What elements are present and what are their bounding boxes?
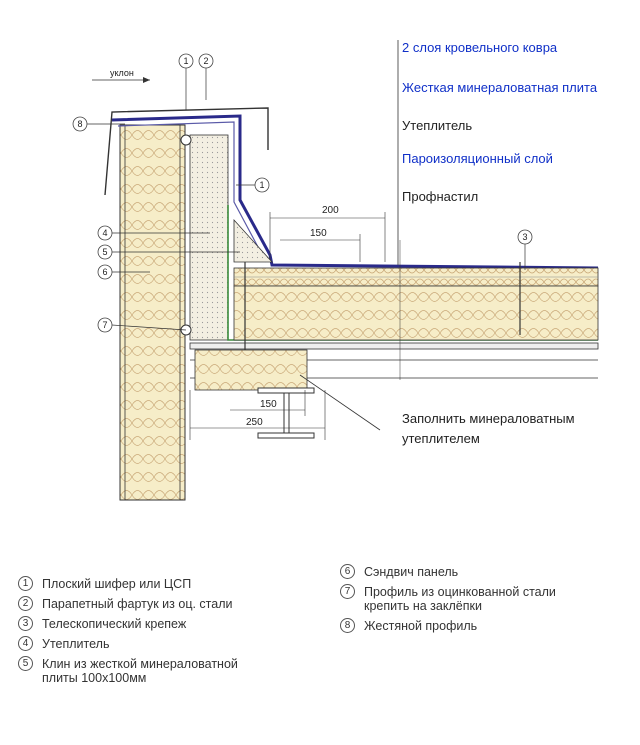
legend-item: 1 Плоский шифер или ЦСП	[18, 576, 238, 591]
label-profiled-sheet: Профнастил	[402, 189, 478, 204]
dim-150-bottom: 150	[260, 399, 277, 410]
legend-number: 4	[18, 636, 33, 651]
parapet-insulation	[189, 134, 229, 341]
legend-label: Профиль из оцинкованной стали крепить на…	[364, 585, 556, 613]
dim-150-top: 150	[310, 228, 327, 239]
legend-label: Плоский шифер или ЦСП	[42, 577, 192, 591]
callouts	[87, 68, 526, 331]
parapet-flashing	[104, 107, 599, 341]
roof-layers	[189, 267, 599, 391]
label-vapor-barrier: Пароизоляционный слой	[402, 151, 553, 166]
fasteners	[180, 134, 521, 380]
dim-250: 250	[246, 417, 263, 428]
legend-label: Парапетный фартук из оц. стали	[42, 597, 233, 611]
callout-8: 8	[77, 119, 82, 129]
callout-2: 2	[203, 56, 208, 66]
legend-number: 3	[18, 616, 33, 631]
legend-item: 7 Профиль из оцинкованной стали крепить н…	[340, 584, 556, 613]
legend-number: 7	[340, 584, 355, 599]
label-roofing-layers: 2 слоя кровельного ковра	[402, 40, 558, 55]
legend-item: 6 Сэндвич панель	[340, 564, 556, 579]
legend-number: 5	[18, 656, 33, 671]
slope-arrow: уклон	[92, 68, 150, 83]
callout-6: 6	[102, 267, 107, 277]
legend-number: 1	[18, 576, 33, 591]
legend-label: Утеплитель	[42, 637, 110, 651]
label-rigid-mineral-plate: Жесткая минераловатная плита	[402, 80, 598, 95]
callout-5: 5	[102, 247, 107, 257]
legend-label: Телескопический крепеж	[42, 617, 187, 631]
callout-1b: 1	[259, 180, 264, 190]
callout-markers	[72, 53, 533, 333]
callout-4: 4	[102, 228, 107, 238]
callout-1: 1	[183, 56, 188, 66]
fill-note-leader	[299, 374, 381, 431]
steel-beam	[257, 387, 315, 439]
fill-note: Заполнить минераловатным утеплителем	[402, 411, 578, 446]
mineral-wool-wedge	[233, 218, 273, 263]
legend-label: Сэндвич панель	[364, 565, 459, 579]
sandwich-panel	[119, 124, 186, 501]
legend-item: 8 Жестяной профиль	[340, 618, 556, 633]
legend-left: 1 Плоский шифер или ЦСП 2 Парапетный фарту…	[18, 576, 238, 691]
legend-item: 3 Телескопический крепеж	[18, 616, 238, 631]
slope-label: уклон	[110, 68, 134, 78]
legend-number: 6	[340, 564, 355, 579]
legend-number: 8	[340, 618, 355, 633]
callout-7: 7	[102, 320, 107, 330]
label-insulation: Утеплитель	[402, 118, 472, 133]
legend-label: Клин из жесткой минераловатной плиты 100…	[42, 657, 238, 685]
legend-item: 2 Парапетный фартук из оц. стали	[18, 596, 238, 611]
callout-3: 3	[522, 232, 527, 242]
dim-200: 200	[322, 205, 339, 216]
legend-right: 6 Сэндвич панель 7 Профиль из оцинкованной…	[340, 564, 556, 639]
legend-label: Жестяной профиль	[364, 619, 478, 633]
legend-item: 4 Утеплитель	[18, 636, 238, 651]
dimensions	[189, 212, 386, 440]
legend-number: 2	[18, 596, 33, 611]
legend-item: 5 Клин из жесткой минераловатной плиты 10…	[18, 656, 238, 685]
